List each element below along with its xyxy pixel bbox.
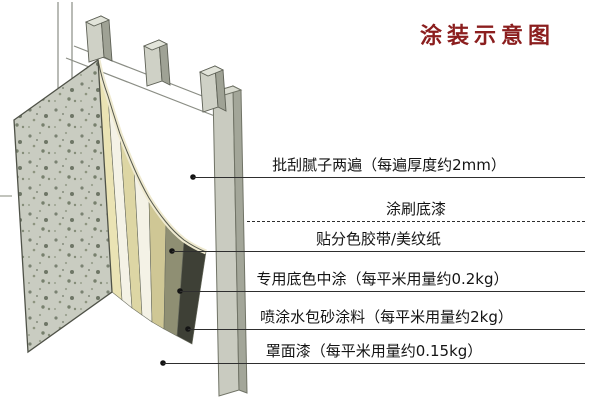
- callout-primer-label: 涂刷底漆: [385, 200, 446, 218]
- callout-texture-coat-label: 喷涂水包砂涂料（每平米用量约2kg）: [260, 308, 513, 326]
- callout-putty-label: 批刮腻子两遍（每遍厚度约2mm）: [272, 156, 506, 174]
- callout-mid-coat-row: 专用底色中涂（每平米用量约0.2kg）: [180, 269, 585, 292]
- top-posts: [84, 15, 227, 113]
- layer-cut-edge: [95, 59, 207, 255]
- concrete-substrate: [13, 58, 113, 354]
- diagram-title: 涂装示意图: [420, 24, 556, 49]
- callout-mid-coat-label: 专用底色中涂（每平米用量约0.2kg）: [256, 270, 509, 288]
- callout-putty-row: 批刮腻子两遍（每遍厚度约2mm）: [193, 155, 585, 178]
- callout-masking-tape-label: 贴分色胶带/美纹纸: [315, 230, 442, 248]
- callout-top-coat-row: 罩面漆（每平米用量约0.15kg）: [163, 341, 585, 364]
- callout-masking-tape-row: 贴分色胶带/美纹纸: [172, 229, 585, 252]
- callout-texture-coat-row: 喷涂水包砂涂料（每平米用量约2kg）: [188, 307, 585, 330]
- callout-primer-row: 涂刷底漆: [247, 199, 585, 222]
- support-column: [211, 85, 248, 397]
- callout-top-coat-label: 罩面漆（每平米用量约0.15kg）: [265, 342, 483, 360]
